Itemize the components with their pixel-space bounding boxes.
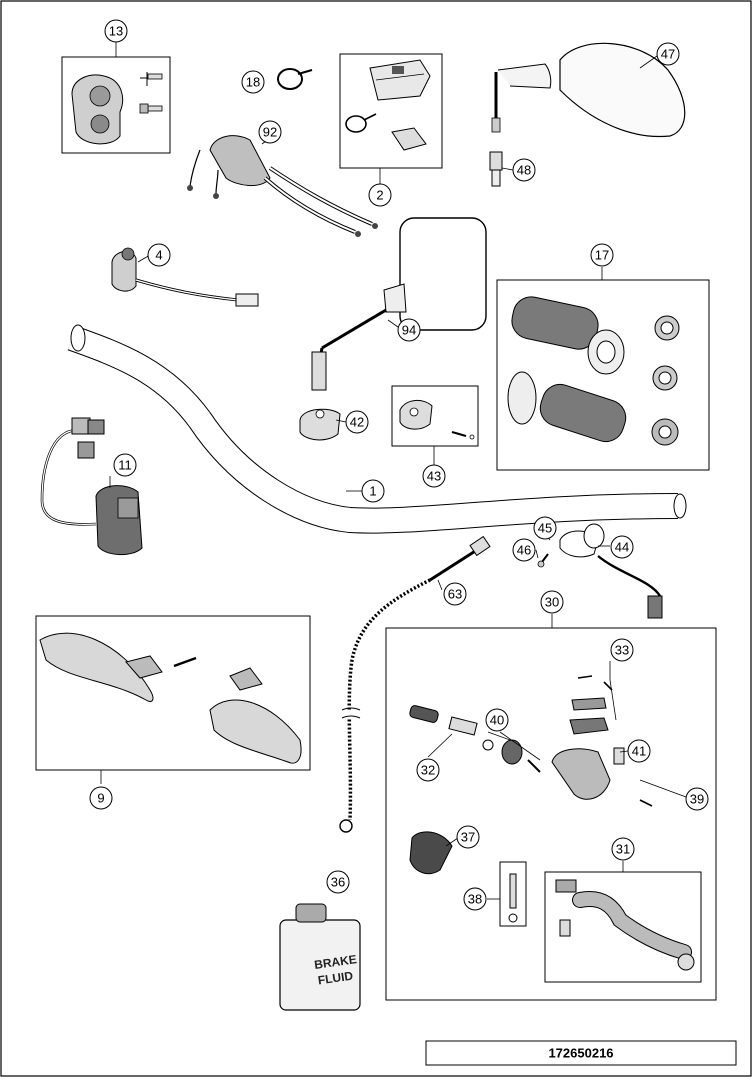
callout-4: 4 [147,243,171,267]
callout-30: 30 [540,590,564,614]
callout-17: 17 [590,243,614,267]
callout-63-number: 63 [448,587,462,602]
cable-tie-18-part [277,68,313,90]
clamp-set-43-part [399,400,475,440]
document-number-box: 172650216 [425,1040,737,1066]
callout-45-number: 45 [538,521,552,536]
reservoir-cap-37-part [409,831,453,875]
callout-17-number: 17 [595,248,609,263]
callout-63: 63 [443,582,467,606]
callout-32: 32 [416,758,440,782]
callout-40-number: 40 [490,713,504,728]
callout-41-number: 41 [632,744,646,759]
group-box-2 [339,53,443,169]
callout-18: 18 [241,70,265,94]
callout-38: 38 [463,887,487,911]
master-cylinder-30-part [409,675,653,807]
brake-line-63-part [339,535,491,833]
callout-13: 13 [104,19,128,43]
callout-9-number: 9 [97,791,104,806]
group-box-38 [499,861,527,927]
throttle-cables-92-part [187,135,378,237]
lever-31-part [555,879,695,971]
callout-37-number: 37 [461,830,475,845]
callout-46: 46 [512,538,536,562]
mirror-94-part [311,217,487,391]
group-box-30 [385,627,717,1001]
nut-48-part [489,151,503,187]
callout-32-number: 32 [421,763,435,778]
group-box-17 [496,279,710,471]
callout-94-number: 94 [402,323,416,338]
callout-40: 40 [485,708,509,732]
grips-17-part [507,296,680,446]
callout-36-number: 36 [331,875,345,890]
callout-31-number: 31 [616,842,630,857]
group-box-43 [391,385,479,447]
switch-11-part [40,417,143,555]
callout-39-number: 39 [690,792,704,807]
callout-45: 45 [533,516,557,540]
brake-fluid-label-line2: FLUID [317,969,354,988]
mirror-47-part [491,42,686,138]
callout-48-number: 48 [517,163,531,178]
callout-18-number: 18 [246,75,260,90]
callout-42-number: 42 [350,415,364,430]
callout-2: 2 [368,183,392,207]
callout-92-number: 92 [263,125,277,140]
callout-92: 92 [258,120,282,144]
brake-fluid-label-line1: BRAKE [313,952,357,972]
callout-4-number: 4 [155,248,162,263]
callout-44-number: 44 [615,540,629,555]
callout-36: 36 [326,870,350,894]
callout-9: 9 [89,786,113,810]
callout-33: 33 [610,638,634,662]
callout-11: 11 [113,453,137,477]
callout-2-number: 2 [376,188,383,203]
callout-1-number: 1 [369,484,376,499]
document-number: 172650216 [548,1046,613,1061]
callout-46-number: 46 [517,543,531,558]
switch-housing-13-part [71,72,163,145]
callout-13-number: 13 [109,24,123,39]
callout-11-number: 11 [118,458,132,473]
switch-2-part [345,59,431,151]
callout-48: 48 [512,158,536,182]
callout-31: 31 [611,837,635,861]
brake-fluid-36-part: BRAKE FLUID [279,903,361,1011]
callout-37: 37 [456,825,480,849]
handlebar-part [67,324,687,534]
callout-38-number: 38 [468,892,482,907]
callout-41: 41 [627,739,651,763]
handguards-9-part [39,632,302,764]
group-box-9 [35,615,311,771]
sensor-44-part [559,523,663,619]
callout-1: 1 [361,479,385,503]
callout-33-number: 33 [615,643,629,658]
callout-42: 42 [345,410,369,434]
clamp-42-part [299,408,341,441]
callout-94: 94 [397,318,421,342]
screw-46-part [537,553,549,568]
callout-47: 47 [656,42,680,66]
pin-38-part [508,873,518,923]
callout-44: 44 [610,535,634,559]
callout-43: 43 [422,464,446,488]
callout-43-number: 43 [427,469,441,484]
callout-30-number: 30 [545,595,559,610]
switch-4-part [111,247,259,307]
callout-47-number: 47 [661,47,675,62]
callout-39: 39 [685,787,709,811]
